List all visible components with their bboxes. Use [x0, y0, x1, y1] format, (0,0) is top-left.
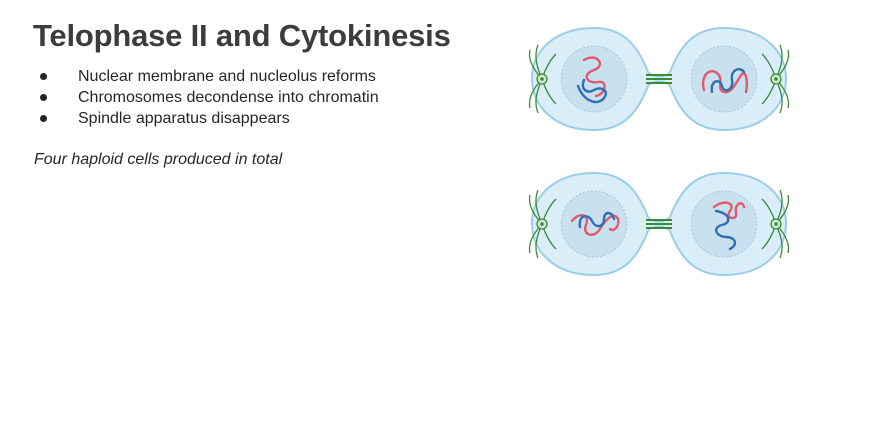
bullet-text: Nuclear membrane and nucleolus reforms — [78, 68, 376, 85]
bullet-item: Chromosomes decondense into chromatin — [40, 87, 379, 108]
chromatin-red — [701, 69, 748, 94]
bullet-icon — [40, 94, 47, 101]
bullet-text: Chromosomes decondense into chromatin — [78, 89, 379, 106]
bullet-icon — [40, 115, 47, 122]
chromatin-blue — [576, 78, 608, 104]
telophase-illustration — [528, 27, 790, 276]
chromatin-red — [582, 56, 606, 98]
bullet-list: Nuclear membrane and nucleolus reforms C… — [40, 66, 379, 129]
summary-note: Four haploid cells produced in total — [34, 151, 283, 168]
chromatin-red — [570, 214, 620, 236]
chromatin-blue — [710, 68, 746, 94]
dividing-cell-top — [528, 27, 790, 131]
chromatin-blue — [578, 211, 616, 229]
dividing-cell-bottom — [528, 172, 790, 276]
slide-title: Telophase II and Cytokinesis — [33, 18, 451, 53]
bullet-item: Spindle apparatus disappears — [40, 108, 379, 129]
chromatin-red — [712, 201, 746, 220]
chromatin-blue — [714, 209, 737, 251]
bullet-text: Spindle apparatus disappears — [78, 110, 290, 127]
bullet-icon — [40, 73, 47, 80]
bullet-item: Nuclear membrane and nucleolus reforms — [40, 66, 379, 87]
